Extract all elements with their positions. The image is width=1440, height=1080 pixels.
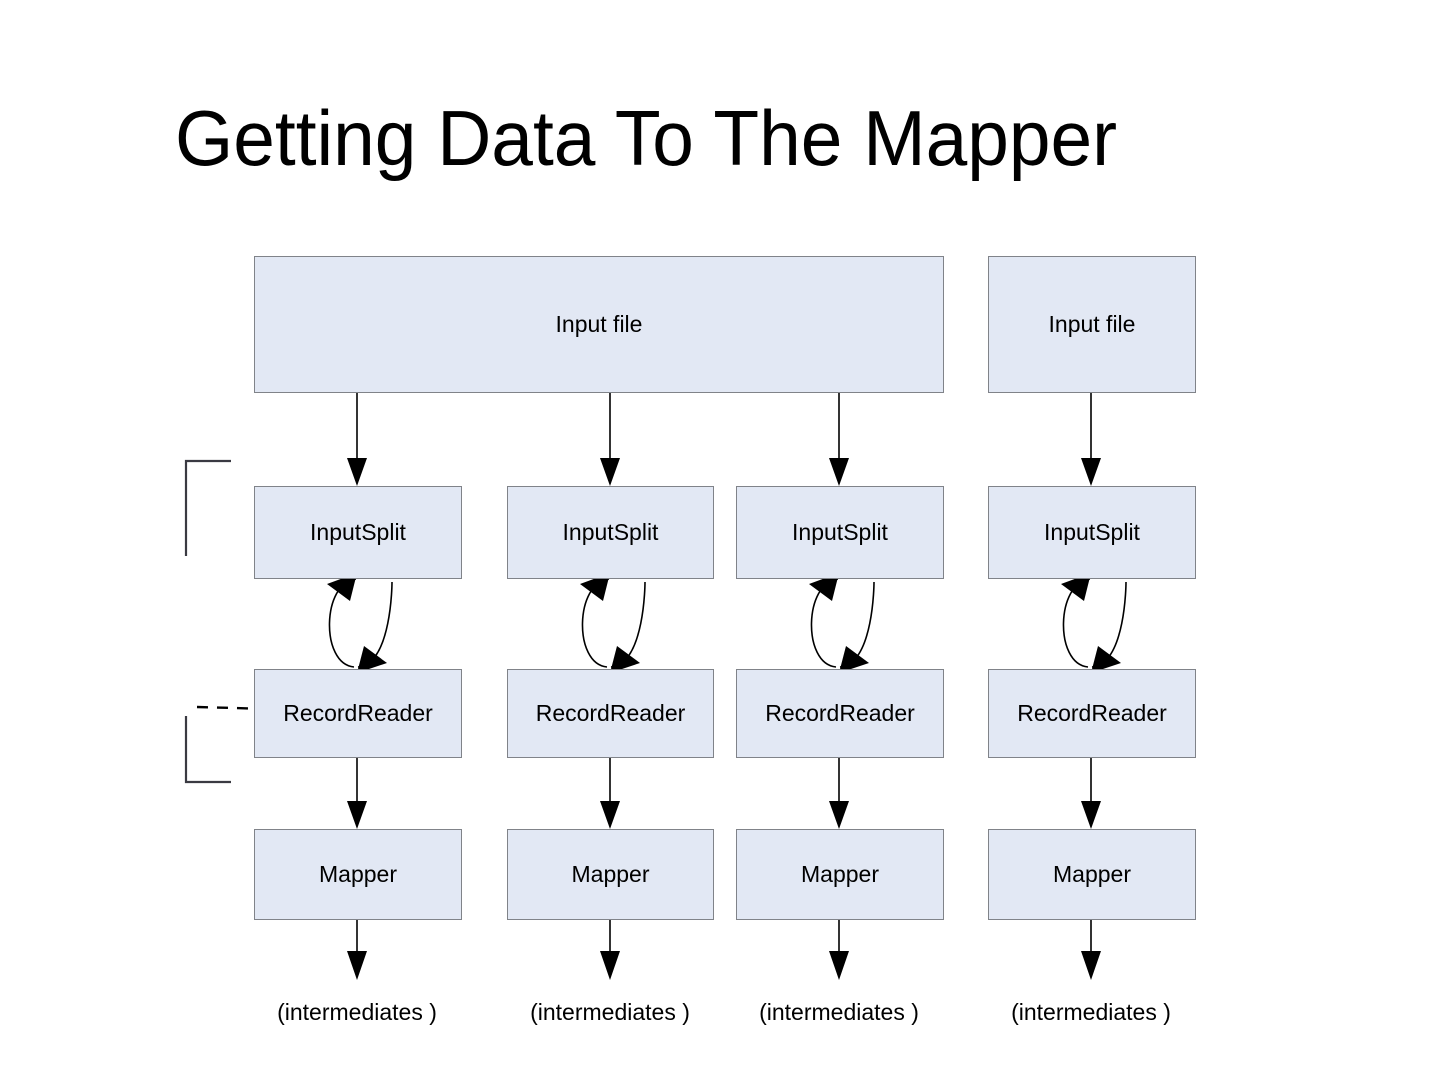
- arrow-inputfile-to-inputsplit-4: [1081, 393, 1101, 486]
- arrow-mapper-to-intermediates-4: [1081, 919, 1101, 980]
- node-label: InputSplit: [310, 518, 406, 545]
- node-input-split-4[interactable]: InputSplit: [988, 486, 1196, 579]
- node-input-split-1[interactable]: InputSplit: [254, 486, 462, 579]
- node-label: InputSplit: [792, 518, 888, 545]
- node-label: Mapper: [571, 860, 650, 887]
- node-label: InputSplit: [562, 518, 659, 545]
- label-intermediates-3: (intermediates ): [759, 999, 919, 1025]
- node-label: RecordReader: [535, 699, 686, 726]
- arrow-inputfile-to-inputsplit-1: [347, 393, 367, 486]
- arrow-mapper-to-intermediates-1: [347, 919, 367, 980]
- label-intermediates-1: (intermediates ): [277, 999, 437, 1025]
- node-label: Mapper: [801, 860, 879, 887]
- node-label: Input file: [1048, 310, 1136, 337]
- node-label: InputSplit: [1044, 518, 1140, 545]
- loop-inputsplit-recordreader-3: [809, 573, 875, 673]
- arrow-recordreader-to-mapper-2: [600, 757, 620, 829]
- node-input-split-2[interactable]: InputSplit: [507, 486, 714, 579]
- loop-inputsplit-recordreader-4: [1061, 573, 1127, 673]
- node-mapper-1[interactable]: Mapper: [254, 829, 462, 920]
- node-record-reader-1[interactable]: RecordReader: [254, 669, 462, 758]
- loop-inputsplit-recordreader-2: [580, 573, 646, 673]
- node-mapper-4[interactable]: Mapper: [988, 829, 1196, 920]
- arrow-inputfile-to-inputsplit-3: [829, 393, 849, 486]
- label-intermediates-4: (intermediates ): [1011, 999, 1171, 1025]
- arrow-recordreader-to-mapper-3: [829, 757, 849, 829]
- node-label: RecordReader: [1017, 699, 1167, 726]
- arrow-mapper-to-intermediates-2: [600, 919, 620, 980]
- arrow-recordreader-to-mapper-1: [347, 757, 367, 829]
- arrow-recordreader-to-mapper-4: [1081, 757, 1101, 829]
- page-title: Getting Data To The Mapper: [175, 94, 1118, 182]
- node-label: Input file: [555, 310, 643, 337]
- label-intermediates-2: (intermediates ): [530, 999, 690, 1025]
- node-input-file-1[interactable]: Input file: [254, 256, 944, 393]
- node-input-split-3[interactable]: InputSplit: [736, 486, 944, 579]
- loop-inputsplit-recordreader-1: [327, 573, 393, 673]
- arrow-inputfile-to-inputsplit-2: [600, 393, 620, 486]
- node-label: RecordReader: [765, 699, 915, 726]
- arrow-mapper-to-intermediates-3: [829, 919, 849, 980]
- node-record-reader-3[interactable]: RecordReader: [736, 669, 944, 758]
- node-mapper-3[interactable]: Mapper: [736, 829, 944, 920]
- node-mapper-2[interactable]: Mapper: [507, 829, 714, 920]
- bottom-bracket: [184, 716, 231, 784]
- node-label: Mapper: [319, 860, 397, 887]
- node-label: RecordReader: [283, 699, 433, 726]
- node-input-file-2[interactable]: Input file: [988, 256, 1196, 393]
- node-record-reader-4[interactable]: RecordReader: [988, 669, 1196, 758]
- top-bracket: [184, 459, 231, 556]
- node-record-reader-2[interactable]: RecordReader: [507, 669, 714, 758]
- node-label: Mapper: [1053, 860, 1131, 887]
